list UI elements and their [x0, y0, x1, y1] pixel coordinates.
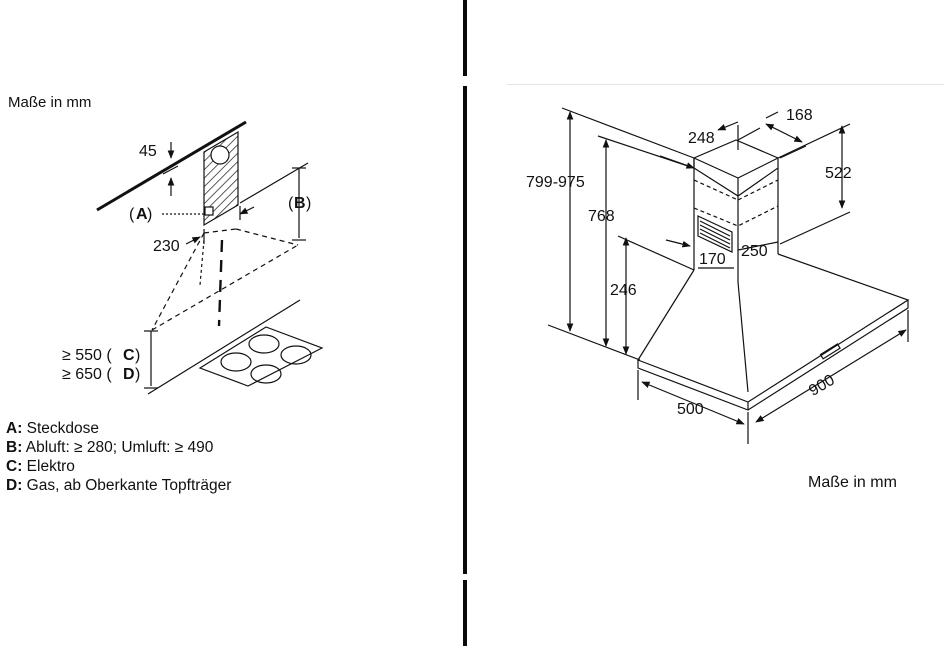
units-label-left: Maße in mm — [8, 94, 92, 111]
ceiling-line — [96, 120, 247, 212]
vent-grille — [697, 215, 733, 253]
svg-text:): ) — [135, 366, 140, 383]
dim-500: 500 — [677, 401, 704, 418]
units-label-right: Maße in mm — [808, 474, 897, 491]
legend-item-a: A: Steckdose — [6, 420, 100, 437]
dim-900: 900 — [806, 372, 838, 400]
dim-230: 230 — [153, 238, 180, 255]
installation-diagram — [96, 120, 324, 395]
worktop-edge — [147, 299, 301, 395]
svg-text:): ) — [135, 347, 140, 364]
dim-min-650: ≥ 650 ( — [62, 366, 112, 383]
legend-item-d: D: Gas, ab Oberkante Topfträger — [6, 477, 232, 494]
dim-45: 45 — [139, 143, 157, 160]
dim-total-height: 799-975 — [526, 174, 585, 191]
socket-circle — [210, 145, 230, 165]
socket-icon — [204, 206, 214, 216]
dim-250: 250 — [741, 243, 768, 260]
label-c: C — [123, 347, 135, 364]
legend: A: Steckdose B: Abluft: ≥ 280; Umluft: ≥… — [6, 419, 231, 495]
panel-rule — [507, 84, 944, 85]
label-a: A — [136, 206, 148, 223]
dim-170: 170 — [699, 251, 726, 268]
svg-text:): ) — [147, 206, 152, 223]
left-labels: 45 ( A ) ( B ) 230 ≥ 550 ( C ) ≥ 650 ( D… — [62, 143, 311, 383]
hood-center-line — [217, 239, 224, 327]
dim-248: 248 — [688, 130, 715, 147]
label-d: D — [123, 366, 135, 383]
hood-canopy — [637, 253, 910, 403]
hob-plate — [198, 326, 324, 387]
legend-item-b: B: Abluft: ≥ 280; Umluft: ≥ 490 — [6, 439, 214, 456]
svg-text:(: ( — [129, 206, 135, 223]
hood-outline — [151, 228, 299, 331]
chimney-top — [693, 139, 779, 197]
dim-522: 522 — [825, 165, 852, 182]
panel-divider — [463, 0, 467, 646]
divider-gap — [463, 76, 467, 86]
hood-dimension-drawing — [547, 107, 910, 444]
wall-edge — [239, 162, 309, 204]
label-b: B — [294, 195, 306, 212]
dim-min-550: ≥ 550 ( — [62, 347, 112, 364]
divider-gap — [463, 574, 467, 580]
legend-item-c: C: Elektro — [6, 458, 75, 475]
control-panel — [819, 343, 841, 360]
dim-768: 768 — [588, 208, 615, 225]
svg-text:): ) — [306, 195, 311, 212]
dim-168: 168 — [786, 107, 813, 124]
dim-246: 246 — [610, 282, 637, 299]
svg-text:(: ( — [288, 195, 294, 212]
